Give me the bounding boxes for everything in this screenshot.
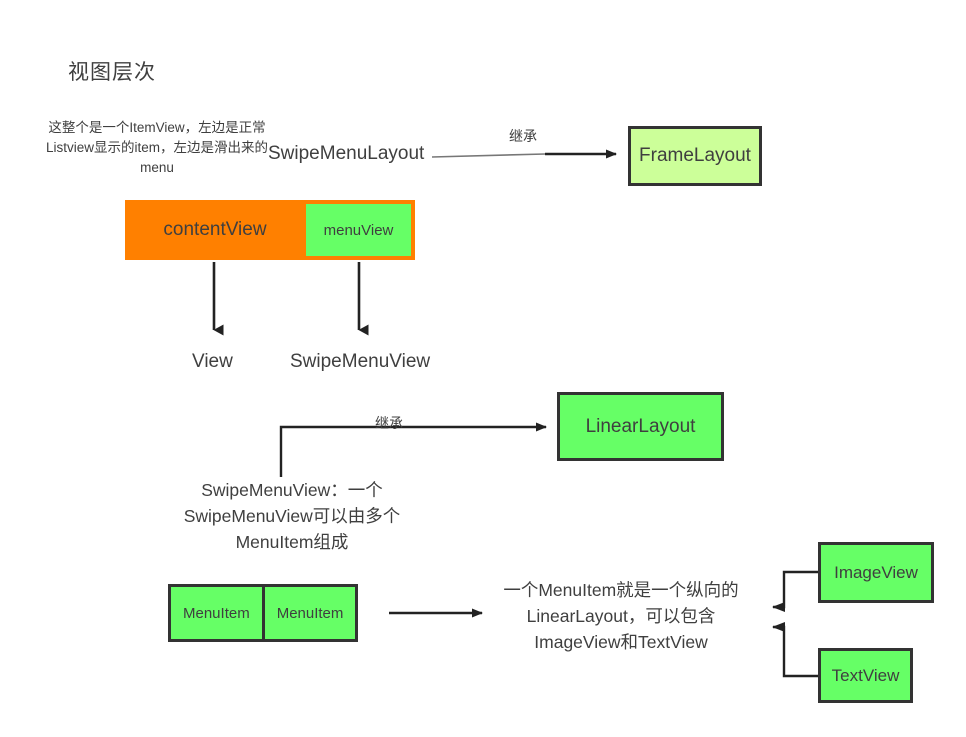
connector-imageview-to-note	[772, 570, 818, 612]
edge-label-inherit-linearlayout: 继承	[375, 415, 403, 431]
swipemenuview-note: SwipeMenuView：一个SwipeMenuView可以由多个MenuIt…	[183, 480, 401, 552]
box-linear-layout: LinearLayout	[557, 392, 724, 461]
label-swipe-menu-view: SwipeMenuView	[290, 351, 431, 372]
box-text-view: TextView	[818, 648, 913, 703]
box-menu-item-1: MenuItem	[168, 584, 265, 642]
page-title: 视图层次	[68, 61, 156, 84]
itemview-note: 这整个是一个ItemView，左边是正常Listview显示的item，左边是滑…	[45, 120, 269, 175]
edge-label-inherit-framelayout: 继承	[509, 128, 537, 144]
box-menu-view: menuView	[305, 203, 412, 257]
box-menu-item-2: MenuItem	[261, 584, 359, 642]
menuitem-row: MenuItem MenuItem	[168, 584, 359, 642]
connector-swipemenulayout-to-framelayout	[431, 149, 617, 159]
box-frame-layout: FrameLayout	[628, 126, 762, 186]
label-swipe-menu-layout: SwipeMenuLayout	[268, 143, 425, 164]
itemview-container: contentView menuView	[125, 200, 415, 260]
box-image-view: ImageView	[818, 542, 934, 603]
menuitem-note: 一个MenuItem就是一个纵向的LinearLayout，可以包含ImageV…	[503, 580, 739, 652]
connector-swipemenuview-to-linearlayout	[279, 422, 547, 477]
label-view: View	[192, 351, 233, 372]
connector-textview-to-note	[772, 622, 818, 678]
box-content-view: contentView	[163, 219, 267, 240]
